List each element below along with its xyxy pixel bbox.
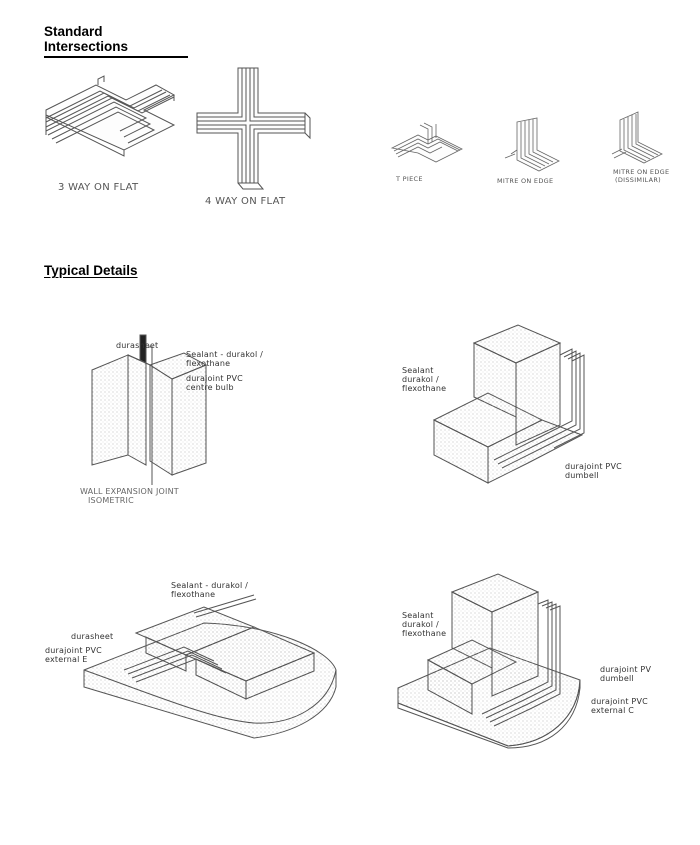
label-corner-bottom-joint1-1: durajoint PV [600,665,652,674]
heading-standard-intersections: Standard Intersections [44,24,188,58]
label-corner-bottom-sealant-2: durakol / [402,620,439,629]
label-corner-bottom-joint1-2: dumbell [600,674,634,683]
four-way-flat-drawing [196,67,311,190]
label-corner-bottom-sealant-3: flexothane [402,629,447,638]
label-floor-durasheet: durasheet [71,632,114,641]
label-wall-sealant-1: Sealant - durakol / [186,350,264,359]
label-wall-joint-2: centre bulb [186,383,234,392]
label-corner-bottom-sealant-1: Sealant [402,611,434,620]
label-floor-joint-1: durajoint PVC [45,646,102,655]
mitre-on-edge-drawing [504,117,560,172]
caption-mitre-dissimilar-1: MITRE ON EDGE [613,168,670,176]
caption-wall-expansion-2: ISOMETRIC [88,496,134,505]
three-way-flat-drawing [45,75,176,157]
caption-mitre-on-edge: MITRE ON EDGE [497,177,554,185]
label-corner-top-sealant-3: flexothane [402,384,447,393]
label-wall-sealant-2: flexothane [186,359,231,368]
wall-expansion-joint-drawing [91,334,208,485]
t-piece-drawing [390,122,463,163]
caption-four-way-flat: 4 WAY ON FLAT [205,196,286,207]
label-corner-top-sealant-2: durakol / [402,375,439,384]
floor-joint-drawing [83,594,337,739]
label-corner-bottom-joint2-2: external C [591,706,635,715]
label-corner-bottom-joint2-1: durajoint PVC [591,697,648,706]
label-corner-top-joint-1: durajoint PVC [565,462,622,471]
label-wall-durasheet: durasheet [116,341,159,350]
caption-t-piece: T PIECE [396,175,423,183]
label-corner-top-sealant-1: Sealant [402,366,434,375]
heading-typical-details: Typical Details [44,263,138,278]
label-floor-sealant-2: flexothane [171,590,216,599]
mitre-dissimilar-drawing [611,111,663,164]
caption-mitre-dissimilar-2: (DISSIMILAR) [615,176,662,184]
caption-wall-expansion-1: WALL EXPANSION JOINT [80,487,179,496]
corner-dumbell-drawing [432,324,585,484]
label-corner-top-joint-2: dumbell [565,471,599,480]
caption-three-way-flat: 3 WAY ON FLAT [58,182,139,193]
corner-external-drawing [397,573,581,749]
label-floor-joint-2: external E [45,655,88,664]
label-wall-joint-1: durajoint PVC [186,374,243,383]
label-floor-sealant-1: Sealant - durakol / [171,581,249,590]
